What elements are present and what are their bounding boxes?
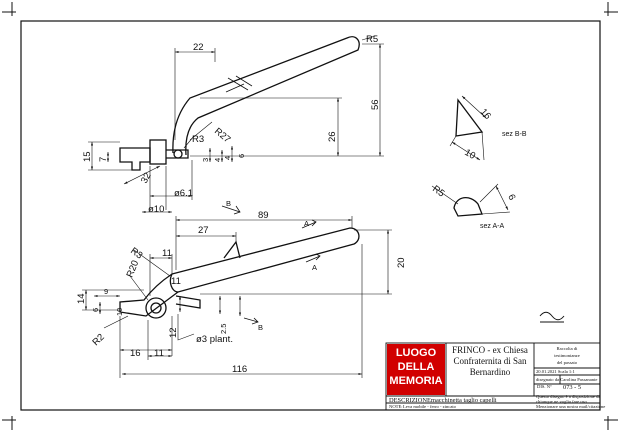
dim-116: 116 bbox=[232, 364, 247, 375]
dim-7: 7 bbox=[98, 157, 109, 162]
dim-10-bb: 10 bbox=[463, 147, 478, 162]
dim-6a: 6 bbox=[237, 154, 246, 158]
notes: Leva mobile - ferro - zincato bbox=[403, 404, 457, 409]
title-line-1: FRINCO - ex Chiesa bbox=[452, 345, 528, 355]
section-aa-profile bbox=[453, 197, 483, 217]
dim-27: 27 bbox=[198, 225, 209, 236]
dimension-labels: 22 R5 56 26 R3 R27 15 7 3 4 4 6 32 ø6.1 … bbox=[76, 34, 517, 375]
cut-letter-b-bottom: B bbox=[258, 323, 263, 332]
dim-6-aa: 6 bbox=[505, 193, 517, 202]
title-block bbox=[385, 342, 601, 411]
dim-phi10: ø10 bbox=[148, 204, 164, 215]
dim-r27: R27 bbox=[212, 126, 232, 146]
dim-15: 15 bbox=[82, 151, 93, 162]
dim-2-5: 2.5 bbox=[219, 324, 228, 334]
bottom-view-dimension-lines bbox=[82, 216, 392, 378]
notes-label: NOTE: bbox=[389, 404, 403, 409]
dim-22: 22 bbox=[193, 42, 204, 53]
dim-6b: 6 bbox=[91, 308, 100, 312]
section-label-bb: sez B-B bbox=[502, 131, 527, 138]
dim-r5-top: R5 bbox=[366, 34, 378, 45]
logo-line-1: LUOGO bbox=[396, 347, 437, 359]
dim-11b: 11 bbox=[171, 276, 181, 287]
dim-phi3-plant: ø3 plant. bbox=[196, 334, 233, 345]
section-labels: sez B-B sez A-A B B A A bbox=[226, 131, 527, 332]
dim-12: 12 bbox=[168, 327, 179, 338]
collection-line-2: testimonianze bbox=[554, 353, 580, 358]
section-bb-dims bbox=[449, 95, 487, 161]
top-view-lever bbox=[119, 36, 360, 171]
date-scale: 20.01.2021 Scala 1:1 bbox=[536, 369, 575, 374]
drawing-number-label: DIS. N° bbox=[537, 384, 552, 389]
dim-4b: 4 bbox=[223, 156, 232, 160]
dim-32: 32 bbox=[139, 171, 154, 186]
dim-r20: R20 bbox=[125, 259, 142, 279]
section-bb-profile bbox=[455, 98, 484, 137]
collection-line-3: del passato bbox=[557, 360, 578, 365]
dim-r3-top: R3 bbox=[192, 134, 204, 145]
cut-letter-b-top: B bbox=[226, 199, 231, 208]
top-view-dimension-lines bbox=[88, 35, 384, 214]
dim-11c: 11 bbox=[154, 348, 164, 359]
description-label: DESCRIZIONE: bbox=[389, 397, 433, 404]
cut-letter-a-top: A bbox=[304, 219, 309, 228]
dim-11a: 11 bbox=[162, 248, 172, 259]
dim-r2: R2 bbox=[90, 332, 106, 348]
description: macchinetta taglio capelli bbox=[431, 397, 497, 404]
dim-phi61: ø6.1 bbox=[174, 188, 193, 199]
title-line-3: Bernardino bbox=[470, 367, 511, 377]
title-line-2: Confraternita di San bbox=[454, 356, 527, 366]
surface-finish-tilde-icon bbox=[539, 311, 565, 323]
bottom-view-lever bbox=[119, 227, 360, 319]
sheet-border bbox=[20, 20, 601, 411]
logo-line-2: DELLA bbox=[398, 361, 435, 373]
dim-r5-aa: R5 bbox=[430, 184, 446, 200]
section-label-aa: sez A-A bbox=[480, 223, 504, 230]
logo-line-3: MEMORIA bbox=[389, 375, 442, 387]
dim-26: 26 bbox=[327, 131, 338, 142]
drawing-number: 073 - 5 bbox=[563, 384, 581, 391]
dim-9: 9 bbox=[104, 287, 108, 296]
disclaimer-line-3: Menzionare una nostra mail/citazione bbox=[536, 404, 605, 409]
dim-10b: 10 bbox=[115, 308, 124, 316]
cutting-plane-indicators bbox=[221, 205, 321, 325]
dim-3: 3 bbox=[201, 158, 210, 162]
disclaimer-line-2: chiunque ne voglia fare uso bbox=[536, 399, 587, 404]
cut-letter-a-bottom: A bbox=[312, 263, 317, 272]
section-aa-dims bbox=[431, 183, 511, 215]
dim-56: 56 bbox=[370, 99, 381, 110]
collection-line-1: Raccolta di bbox=[557, 346, 579, 351]
logo-background bbox=[387, 344, 445, 395]
author: disegnato da Carolina Passanante bbox=[536, 377, 597, 382]
dim-16-bb: 16 bbox=[478, 107, 493, 122]
disclaimer-line-1: Questo disegno è a disposizione di bbox=[536, 394, 600, 399]
dim-14: 14 bbox=[76, 293, 87, 304]
dim-20: 20 bbox=[396, 257, 407, 268]
dim-16b: 16 bbox=[130, 348, 141, 359]
dim-89: 89 bbox=[258, 210, 269, 221]
dim-4a: 4 bbox=[213, 158, 222, 162]
